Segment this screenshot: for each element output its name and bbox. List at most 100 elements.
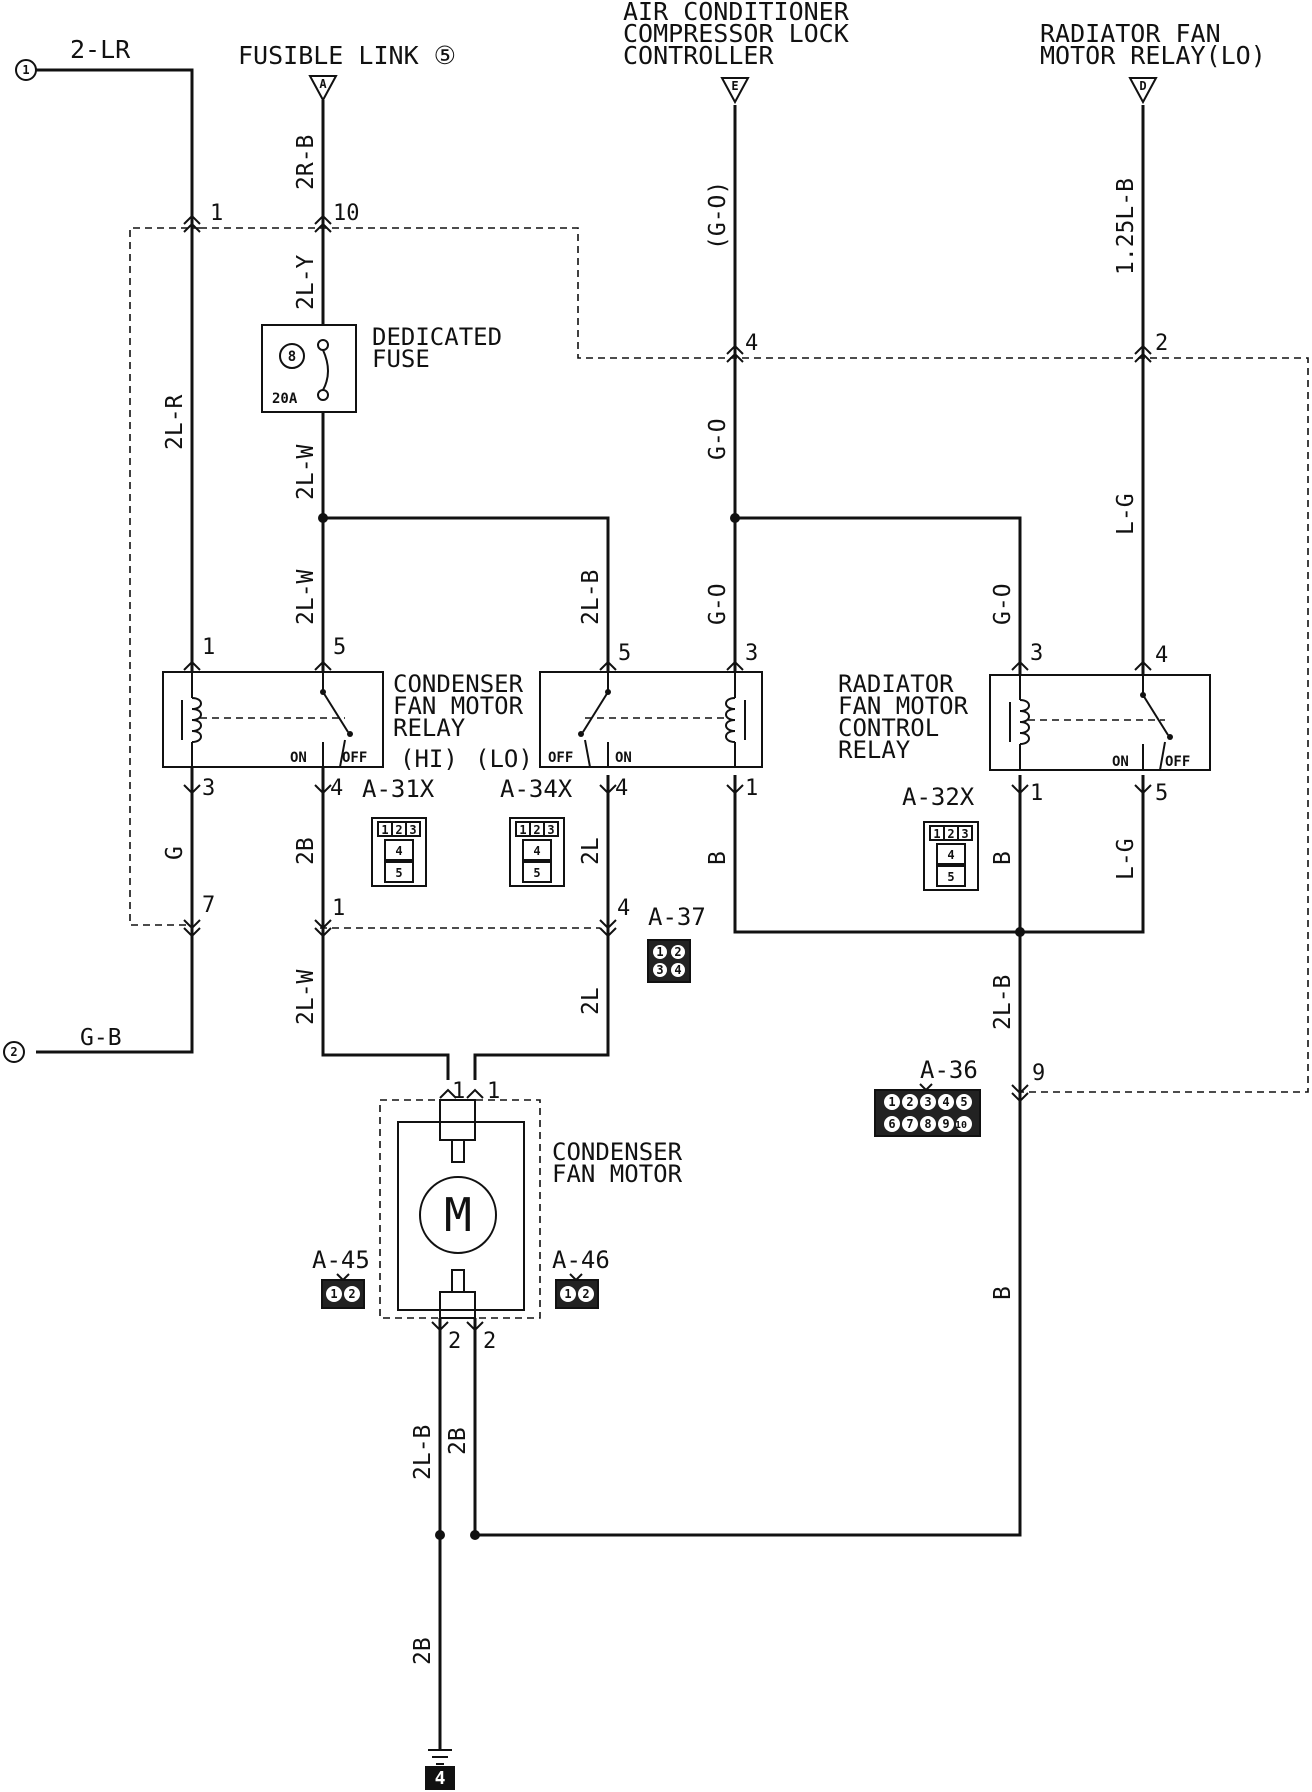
svg-text:(HI): (HI) <box>400 745 458 773</box>
svg-text:3: 3 <box>1030 641 1043 666</box>
svg-text:1: 1 <box>656 945 663 959</box>
svg-text:RADIATOR: RADIATOR <box>838 670 954 698</box>
svg-text:(LO): (LO) <box>475 745 533 773</box>
svg-text:G-O: G-O <box>705 418 731 460</box>
svg-text:5: 5 <box>960 1095 967 1109</box>
svg-text:4: 4 <box>395 844 402 858</box>
svg-text:A-32X: A-32X <box>902 783 975 811</box>
svg-text:2L-W: 2L-W <box>293 569 319 625</box>
svg-text:G: G <box>162 846 188 860</box>
svg-text:1: 1 <box>452 1079 465 1104</box>
svg-text:2: 2 <box>483 1329 496 1354</box>
svg-text:4: 4 <box>745 331 758 356</box>
svg-text:2B: 2B <box>410 1637 436 1665</box>
svg-text:G-O: G-O <box>705 583 731 625</box>
svg-text:2L: 2L <box>578 837 604 865</box>
svg-text:AIR CONDITIONER: AIR CONDITIONER <box>623 0 850 26</box>
svg-text:B: B <box>990 851 1016 865</box>
radiator-relay-lo-source: RADIATOR FAN MOTOR RELAY(LO) D <box>1040 19 1266 105</box>
svg-text:5: 5 <box>1155 781 1168 806</box>
connector-chevrons <box>183 214 1152 1332</box>
connector-a46-icon: 1 2 <box>555 1273 599 1309</box>
svg-text:1: 1 <box>381 823 388 837</box>
svg-text:1: 1 <box>202 635 215 660</box>
svg-text:ON: ON <box>615 750 632 766</box>
svg-text:4: 4 <box>435 1768 446 1789</box>
ref-1: 1 <box>15 59 37 81</box>
svg-text:CONTROL: CONTROL <box>838 714 939 742</box>
svg-text:(G-O): (G-O) <box>705 181 731 250</box>
svg-text:1: 1 <box>888 1095 895 1109</box>
connector-a36-icon: 1 2 3 4 5 6 7 8 9 10 <box>874 1083 981 1137</box>
svg-text:2B: 2B <box>293 837 319 865</box>
svg-text:2: 2 <box>674 945 681 959</box>
svg-text:4: 4 <box>615 776 628 801</box>
svg-text:3: 3 <box>202 776 215 801</box>
connector-a32x-icon: 1 2 3 4 5 <box>923 821 979 891</box>
svg-text:2L-W: 2L-W <box>293 969 319 1025</box>
svg-text:FAN MOTOR: FAN MOTOR <box>552 1160 683 1188</box>
svg-text:8: 8 <box>288 349 296 365</box>
svg-text:20A: 20A <box>272 391 298 407</box>
svg-text:M: M <box>444 1188 472 1242</box>
svg-text:1: 1 <box>745 776 758 801</box>
svg-text:A-46: A-46 <box>552 1246 610 1274</box>
ref-2: 2 <box>3 1041 25 1063</box>
svg-text:10: 10 <box>955 1120 967 1131</box>
svg-text:2L-Y: 2L-Y <box>293 254 319 310</box>
dedicated-fuse: 8 20A DEDICATED FUSE <box>261 323 502 413</box>
svg-text:5: 5 <box>618 641 631 666</box>
condenser-relay-hi: ON OFF <box>162 671 384 768</box>
svg-text:5: 5 <box>947 870 954 884</box>
svg-text:FUSIBLE LINK ⑤: FUSIBLE LINK ⑤ <box>238 41 456 70</box>
connector-a31x-icon: 1 2 3 4 5 <box>371 817 427 887</box>
radiator-control-relay: ON OFF <box>989 674 1211 771</box>
svg-text:E: E <box>731 79 738 93</box>
svg-text:FAN MOTOR: FAN MOTOR <box>838 692 969 720</box>
svg-text:1: 1 <box>332 896 345 921</box>
svg-text:3: 3 <box>656 963 663 977</box>
svg-text:4: 4 <box>1155 643 1168 668</box>
radiator-relay-label: RADIATOR FAN MOTOR CONTROL RELAY <box>838 670 969 764</box>
svg-text:CONDENSER: CONDENSER <box>393 670 524 698</box>
svg-text:2L-B: 2L-B <box>410 1425 436 1480</box>
svg-text:OFF: OFF <box>1165 754 1190 770</box>
svg-text:2: 2 <box>395 823 402 837</box>
svg-text:A-34X: A-34X <box>500 775 573 803</box>
svg-text:CONDENSER: CONDENSER <box>552 1138 683 1166</box>
svg-text:2: 2 <box>10 1045 17 1059</box>
svg-text:2: 2 <box>448 1329 461 1354</box>
ac-controller-source: AIR CONDITIONER COMPRESSOR LOCK CONTROLL… <box>623 0 850 105</box>
condenser-fan-motor: M <box>397 1099 525 1319</box>
connector-a37-icon: 1 2 3 4 <box>647 939 691 983</box>
svg-text:2: 2 <box>582 1287 589 1301</box>
svg-text:7: 7 <box>202 893 215 918</box>
junction-dots <box>318 513 1025 1540</box>
fusible-link-source: FUSIBLE LINK ⑤ A <box>238 41 456 103</box>
svg-text:2: 2 <box>1155 331 1168 356</box>
svg-text:10: 10 <box>333 201 360 226</box>
wire-label-gb: G-B <box>80 1025 122 1051</box>
condenser-fan-motor-label: CONDENSER FAN MOTOR <box>552 1138 683 1188</box>
svg-text:2: 2 <box>348 1287 355 1301</box>
svg-text:A-37: A-37 <box>648 903 706 931</box>
svg-text:1: 1 <box>519 823 526 837</box>
svg-text:D: D <box>1139 79 1146 93</box>
svg-text:RELAY: RELAY <box>838 736 911 764</box>
svg-text:MOTOR RELAY(LO): MOTOR RELAY(LO) <box>1040 41 1266 70</box>
svg-text:1.25L-B: 1.25L-B <box>1113 178 1139 275</box>
svg-text:4: 4 <box>617 896 630 921</box>
svg-text:3: 3 <box>745 641 758 666</box>
svg-text:A-36: A-36 <box>920 1056 978 1084</box>
svg-text:5: 5 <box>533 866 540 880</box>
svg-text:1: 1 <box>210 201 223 226</box>
svg-text:3: 3 <box>409 823 416 837</box>
svg-text:OFF: OFF <box>548 750 573 766</box>
svg-text:B: B <box>990 1286 1016 1300</box>
connector-a34x-icon: 1 2 3 4 5 <box>509 817 565 887</box>
condenser-relay-lo: OFF ON <box>539 671 763 768</box>
svg-text:A: A <box>319 77 327 91</box>
svg-text:CONTROLLER: CONTROLLER <box>623 41 774 70</box>
wire-label-2lr: 2-LR <box>70 35 131 64</box>
